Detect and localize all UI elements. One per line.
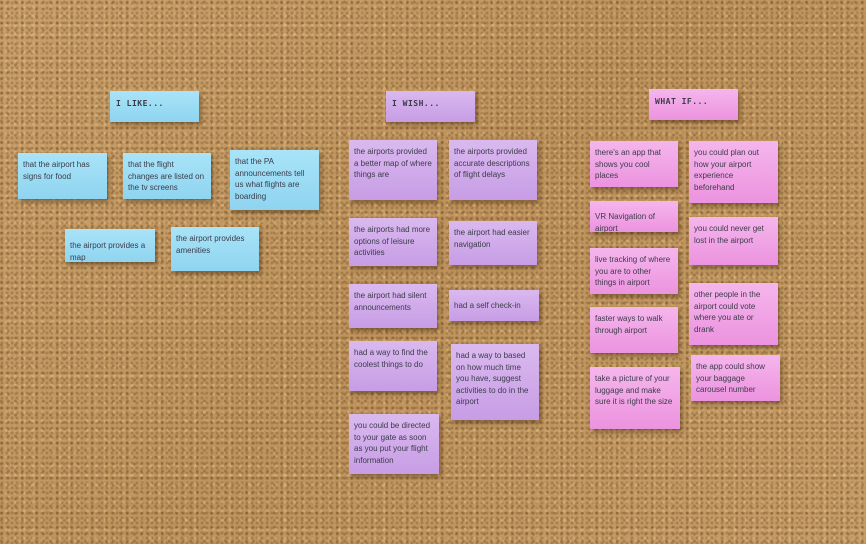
sticky-note[interactable]: that the airport has signs for food <box>18 153 107 199</box>
sticky-note[interactable]: the airport had silent announcements <box>349 284 437 328</box>
sticky-note[interactable]: the airports provided accurate descripti… <box>449 140 537 200</box>
sticky-note[interactable]: the airport provides amenities <box>171 227 259 271</box>
sticky-note[interactable]: had a self check-in <box>449 290 539 321</box>
sticky-note[interactable]: the airport provides a map <box>65 229 155 262</box>
sticky-note[interactable]: faster ways to walk through airport <box>590 307 678 353</box>
sticky-note[interactable]: the airports provided a better map of wh… <box>349 140 437 200</box>
sticky-note[interactable]: that the PA announcements tell us what f… <box>230 150 319 210</box>
sticky-note[interactable]: the airports had more options of leisure… <box>349 218 437 266</box>
sticky-note[interactable]: had a way to find the coolest things to … <box>349 341 437 391</box>
sticky-note[interactable]: the app could show your baggage carousel… <box>691 355 780 401</box>
sticky-note[interactable]: you could be directed to your gate as so… <box>349 414 439 474</box>
header-what-if-label: WHAT IF... <box>655 97 709 106</box>
header-i-like-label: I LIKE... <box>116 99 164 108</box>
header-i-like[interactable]: I LIKE... <box>110 91 199 122</box>
header-what-if[interactable]: WHAT IF... <box>649 89 738 120</box>
header-i-wish[interactable]: I WISH... <box>386 91 475 122</box>
sticky-note[interactable]: that the flight changes are listed on th… <box>123 153 211 199</box>
sticky-note[interactable]: other people in the airport could vote w… <box>689 283 778 345</box>
sticky-note[interactable]: take a picture of your luggage and make … <box>590 367 680 429</box>
sticky-note[interactable]: the airport had easier navigation <box>449 221 537 265</box>
sticky-note[interactable]: VR Navigation of airport <box>590 201 678 232</box>
sticky-note[interactable]: there's an app that shows you cool place… <box>590 141 678 187</box>
sticky-note[interactable]: had a way to based on how much time you … <box>451 344 539 420</box>
sticky-note[interactable]: you could never get lost in the airport <box>689 217 778 265</box>
sticky-note[interactable]: live tracking of where you are to other … <box>590 248 678 294</box>
header-i-wish-label: I WISH... <box>392 99 440 108</box>
sticky-note[interactable]: you could plan out how your airport expe… <box>689 141 778 203</box>
